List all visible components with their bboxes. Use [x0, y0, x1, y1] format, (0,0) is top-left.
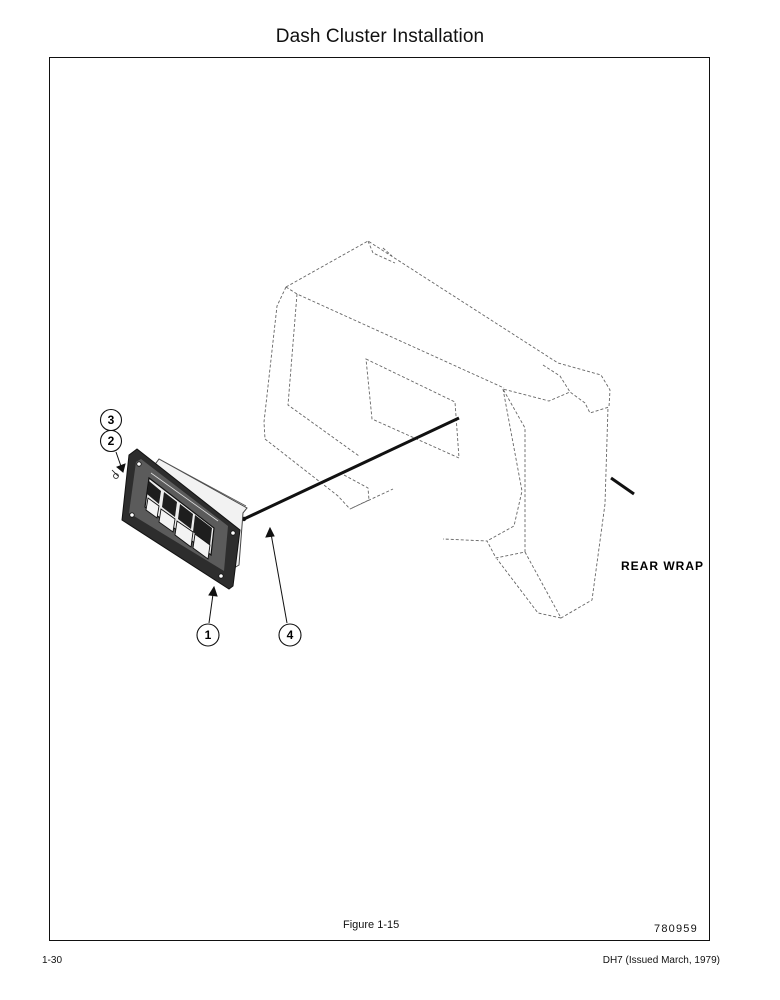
screw-washer-part: [111, 469, 119, 479]
drawing-number: 780959: [654, 923, 698, 935]
svg-text:1: 1: [205, 628, 212, 642]
cable-harness: [241, 416, 635, 522]
callout-2: 2: [99, 429, 123, 453]
exploded-view-illustration: 3 2 1 4 REAR WRAP: [99, 240, 704, 647]
page-title: Dash Cluster Installation: [275, 26, 485, 47]
callout-3: 3: [99, 408, 123, 432]
issue-note: DH7 (Issued March, 1979): [602, 955, 720, 966]
rear-wrap-label: REAR WRAP: [621, 559, 704, 573]
callout-4: 4: [278, 623, 302, 647]
callout-1: 1: [196, 623, 220, 647]
callout-leader-lines: [115, 451, 288, 624]
svg-text:2: 2: [108, 434, 115, 448]
svg-text:4: 4: [287, 628, 294, 642]
page-number: 1-30: [42, 955, 63, 966]
rear-wrap-outline: [263, 240, 611, 619]
figure-caption: Figure 1-15: [343, 919, 400, 931]
dash-cluster: [121, 448, 248, 590]
svg-text:3: 3: [108, 413, 115, 427]
figure-frame: 3 2 1 4 REAR WRAP Figure 1-15 780959: [49, 57, 710, 941]
